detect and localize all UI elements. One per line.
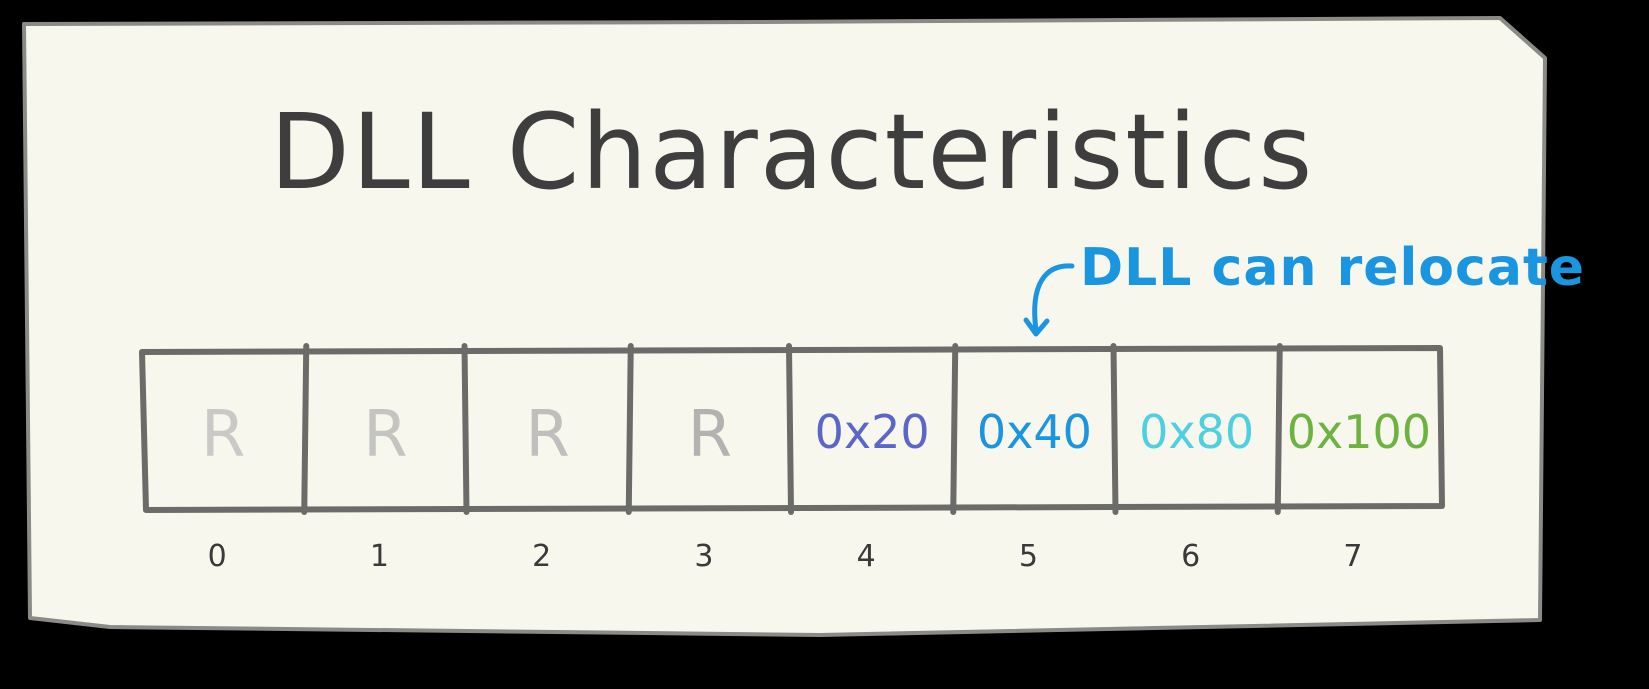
bit-cell-reserved-label: R [525,398,569,472]
bit-index-label: 6 [1181,539,1200,574]
bit-divider [1110,343,1119,515]
bit-index-label: 2 [532,539,551,574]
bit-divider [1274,343,1283,515]
bit-cell-reserved-label: R [688,398,732,472]
bit-index-label: 4 [857,539,876,574]
bit-cell-reserved-label: R [201,398,245,472]
bit-field-frame [139,345,1445,513]
bit-cell-value-label: 0x20 [815,405,930,459]
annotation-label: DLL can relocate [1080,238,1585,298]
bit-cell-value-label: 0x80 [1139,405,1254,459]
bit-divider [301,343,310,515]
bit-index-label: 0 [208,539,227,574]
bit-field: R 0 R 1 R 2 R 3 0x20 4 0x40 5 0x80 6 0x100 7 [139,343,1445,574]
bit-cell-reserved-label: R [363,398,407,472]
diagram-title: DLL Characteristics [270,91,1315,213]
paper-card [22,16,1547,637]
annotation-arrow [1032,263,1075,333]
bit-index-label: 3 [694,539,713,574]
bit-divider [950,343,959,515]
bit-cell-value-label: 0x100 [1287,405,1431,459]
bit-index-label: 7 [1343,539,1362,574]
annotation-arrowhead [1023,317,1050,337]
bit-divider [461,343,470,515]
bit-divider [786,343,794,515]
bit-index-label: 1 [370,539,389,574]
bit-divider [625,343,634,515]
bit-index-label: 5 [1019,539,1038,574]
bit-cell-value-label: 0x40 [977,405,1092,459]
